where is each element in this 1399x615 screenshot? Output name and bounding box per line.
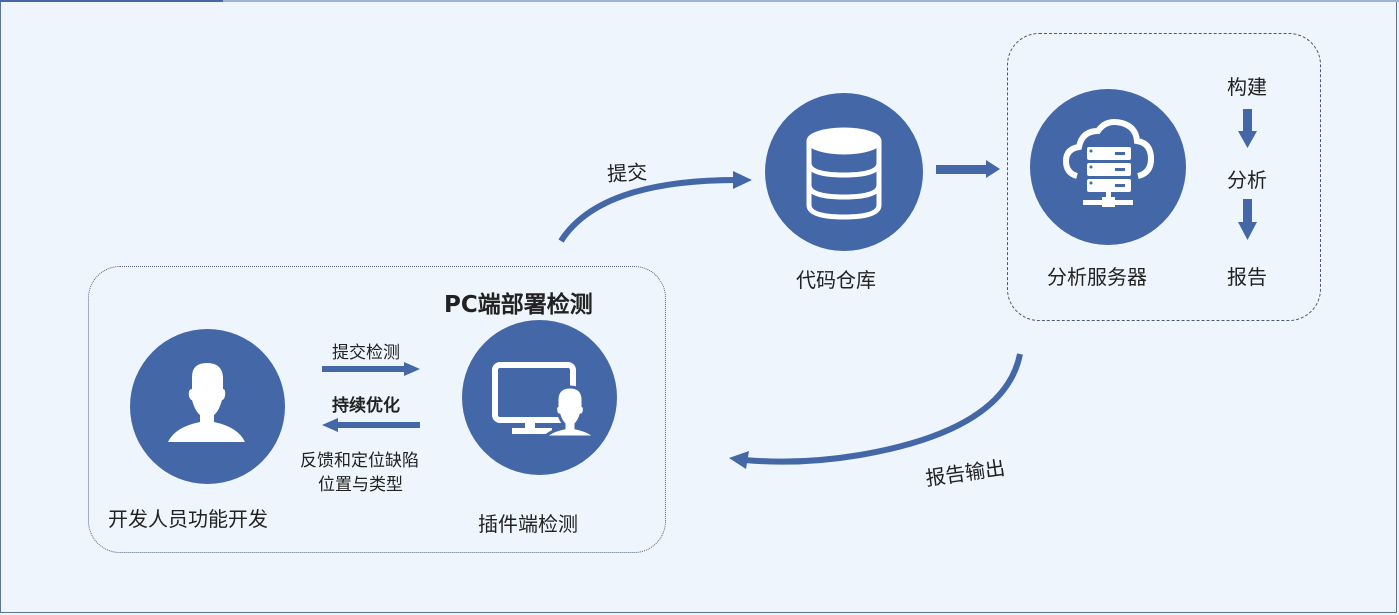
repo-to-server-arrow bbox=[936, 160, 1000, 178]
top-bar bbox=[223, 0, 1399, 2]
plugin-label: 插件端检测 bbox=[478, 512, 578, 536]
monitor-user-icon bbox=[492, 362, 599, 439]
plugin-node bbox=[462, 320, 617, 475]
step-build: 构建 bbox=[1227, 75, 1267, 99]
submit-check-label: 提交检测 bbox=[332, 343, 400, 363]
feedback-label-line1: 反馈和定位缺陷 bbox=[300, 451, 419, 471]
step-report: 报告 bbox=[1227, 265, 1267, 289]
analysis-server-node bbox=[1030, 89, 1186, 245]
submit-curve-arrow bbox=[558, 171, 752, 243]
feedback-arrow bbox=[322, 418, 420, 432]
repository-node bbox=[765, 93, 923, 251]
step-analyze: 分析 bbox=[1227, 168, 1267, 192]
feedback-label-line2: 位置与类型 bbox=[318, 475, 403, 495]
analysis-server-label: 分析服务器 bbox=[1047, 265, 1147, 289]
submit-check-arrow bbox=[322, 362, 420, 376]
developer-node bbox=[130, 329, 285, 484]
top-accent-bar bbox=[0, 0, 223, 2]
developer-label: 开发人员功能开发 bbox=[108, 507, 268, 531]
report-output-curve-arrow bbox=[729, 353, 1023, 469]
database-icon bbox=[806, 127, 882, 220]
pc-deployment-group bbox=[88, 266, 666, 553]
repository-label: 代码仓库 bbox=[796, 268, 876, 292]
analyze-to-report-arrow bbox=[1238, 199, 1257, 240]
pc-group-title: PC端部署检测 bbox=[444, 292, 593, 318]
user-icon bbox=[168, 363, 245, 442]
build-to-analyze-arrow bbox=[1238, 109, 1257, 148]
continuous-optimize-label: 持续优化 bbox=[332, 396, 400, 416]
analysis-server-group bbox=[1007, 33, 1321, 321]
cloud-server-icon bbox=[1062, 119, 1155, 207]
